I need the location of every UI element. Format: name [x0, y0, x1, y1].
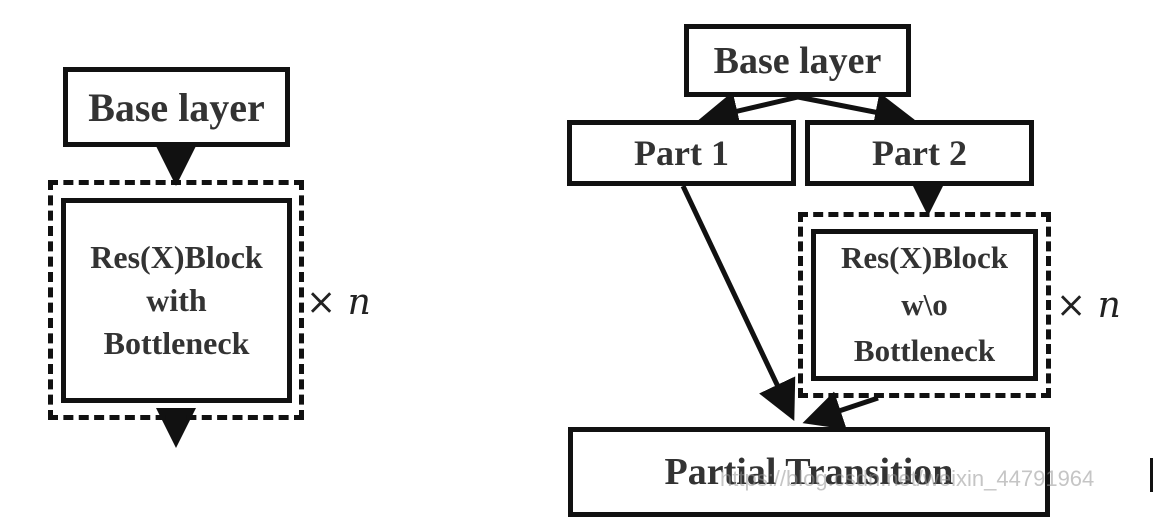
resblock-line2-left: with [146, 281, 207, 318]
base-layer-box-left: Base layer [63, 67, 290, 147]
part1-box: Part 1 [567, 120, 796, 186]
n-symbol-left: n [347, 282, 371, 323]
connector-arrows [156, 91, 948, 448]
part2-label: Part 2 [872, 133, 967, 173]
repeat-count-left: × n [306, 285, 371, 321]
partial-transition-label: Partial Transition [664, 451, 954, 493]
repeat-group-right [798, 212, 1051, 398]
arrow-part1-to-transition [680, 184, 796, 422]
edge-divider [1150, 458, 1153, 492]
watermark-text: https://blog.csdn.net/weixin_44791964 [720, 466, 1095, 491]
resblock-line1-right: Res(X)Block [840, 240, 1009, 276]
arrow-base-to-part1 [698, 91, 799, 131]
repeat-group-left [48, 180, 304, 420]
base-layer-label-right: Base layer [713, 39, 882, 82]
resblock-line1-left: Res(X)Block [90, 238, 263, 275]
n-symbol-right: n [1097, 285, 1121, 326]
part1-label: Part 1 [634, 133, 729, 173]
resblock-line3-right: Bottleneck [853, 333, 996, 369]
resblock-line3-left: Bottleneck [103, 325, 250, 362]
arrow-block-to-transition [802, 391, 879, 430]
arrow-base-to-part2 [797, 92, 915, 132]
base-layer-label-left: Base layer [88, 84, 265, 130]
base-layer-box-right: Base layer [684, 24, 911, 97]
times-symbol-right: × [1056, 285, 1087, 326]
resblock-line2-right: w\o [901, 286, 948, 322]
part2-box: Part 2 [805, 120, 1034, 186]
times-symbol-left: × [306, 282, 337, 323]
resblock-box-right: Res(X)Block w\o Bottleneck [811, 229, 1038, 381]
resblock-box-left: Res(X)Block with Bottleneck [61, 198, 292, 403]
repeat-count-right: × n [1056, 288, 1121, 324]
